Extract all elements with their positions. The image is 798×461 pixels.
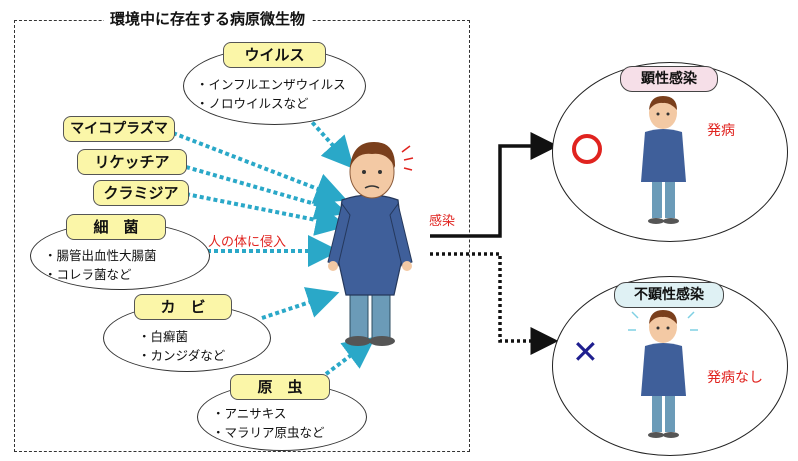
arrow-protozoa	[324, 336, 376, 376]
asymptomatic-note: 発病なし	[707, 370, 763, 386]
symptomatic-note: 発病	[707, 123, 735, 139]
bacteria-label: 細 菌	[66, 214, 166, 240]
arrow-to-symptomatic	[430, 132, 559, 238]
bacteria-example-2: ・コレラ菌など	[44, 267, 132, 282]
symptomatic-title: 顕性感染	[620, 66, 718, 92]
protozoa-example-1: ・アニサキス	[212, 406, 287, 421]
protozoa-label: 原 虫	[230, 374, 330, 400]
virus-example-2: ・ノロウイルスなど	[196, 96, 309, 111]
diagram-title: 環境中に存在する病原微生物	[104, 8, 312, 30]
arrow-to-asymptomatic	[430, 252, 559, 355]
arrow-fungi	[261, 287, 340, 320]
virus-example-1: ・インフルエンザウイルス	[196, 77, 346, 92]
bacteria-example-1: ・腸管出血性大腸菌	[44, 248, 157, 263]
invasion-label: 人の体に侵入	[208, 235, 287, 250]
asymptomatic-title: 不顕性感染	[614, 282, 724, 308]
infection-label: 感染	[429, 214, 456, 229]
arrow-mycoplasma	[172, 131, 348, 204]
person-main-figure	[327, 142, 414, 346]
fungi-label: カ ビ	[134, 294, 232, 320]
virus-label: ウイルス	[223, 42, 326, 68]
arrow-rickettsia	[185, 165, 348, 220]
fungi-example-1: ・白癬菌	[138, 329, 189, 344]
cross-mark-icon: ✕	[572, 333, 599, 371]
mycoplasma-label: マイコプラズマ	[63, 116, 175, 142]
rickettsia-label: リケッチア	[77, 149, 187, 175]
circle-mark-icon	[572, 134, 602, 164]
chlamydia-label: クラミジア	[93, 180, 189, 206]
arrow-chlamydia	[185, 192, 348, 236]
protozoa-example-2: ・マラリア原虫など	[212, 425, 325, 440]
fungi-example-2: ・カンジダなど	[138, 348, 226, 363]
